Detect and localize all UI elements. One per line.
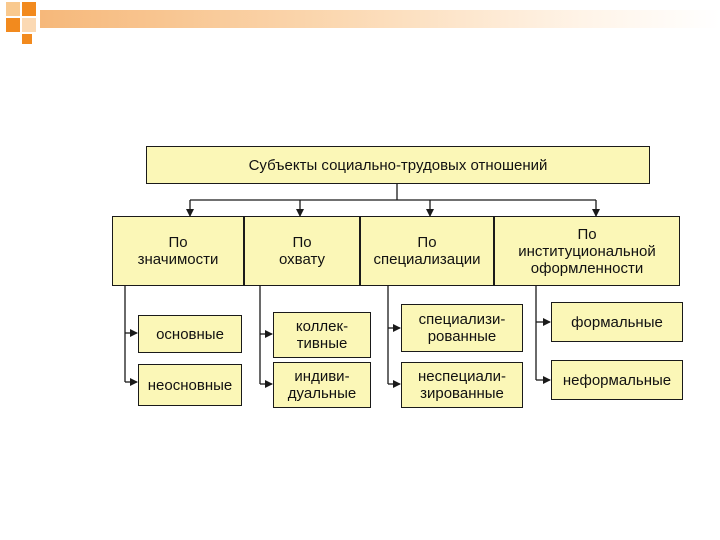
item-specialized: специализи- рованные [401,304,523,352]
item-label: индиви- [294,368,350,385]
item-label: дуальные [287,385,357,402]
item-label: зированные [420,385,504,402]
category-specialization: По специализации [360,216,494,286]
root-node: Субъекты социально-трудовых отношений [146,146,650,184]
corner-square-decoration [6,2,20,16]
item-label: формальные [571,313,663,331]
item-label: неспециали- [417,368,507,385]
corner-square-decoration [6,18,20,32]
item-label: основные [156,325,224,343]
item-label: неосновные [147,376,233,394]
item-informal: неформальные [551,360,683,400]
category-coverage: По охвату [244,216,360,286]
corner-square-decoration [22,34,32,44]
item-collective: коллек- тивные [273,312,371,358]
category-significance: По значимости [112,216,244,286]
item-formal: формальные [551,302,683,342]
item-label: коллек- [295,318,349,335]
category-label: По [292,234,312,251]
category-label: По [577,225,597,243]
category-label: По [417,234,437,251]
category-label: значимости [137,251,219,268]
corner-square-decoration [22,2,36,16]
category-label: специализации [373,251,481,268]
root-label: Субъекты социально-трудовых отношений [248,156,548,174]
item-individual: индиви- дуальные [273,362,371,408]
item-label: неформальные [562,371,672,389]
category-label: оформленности [530,259,644,277]
item-label: специализи- [418,311,506,328]
corner-square-decoration [22,18,36,32]
item-non-specialized: неспециали- зированные [401,362,523,408]
item-secondary: неосновные [138,364,242,406]
category-label: По [168,234,188,251]
category-label: охвату [278,251,326,268]
category-label: институциональной [518,242,656,260]
title-bar-decoration [40,10,720,28]
item-label: рованные [427,328,497,345]
item-label: тивные [296,335,348,352]
category-institutional: По институциональной оформленности [494,216,680,286]
item-main: основные [138,315,242,353]
